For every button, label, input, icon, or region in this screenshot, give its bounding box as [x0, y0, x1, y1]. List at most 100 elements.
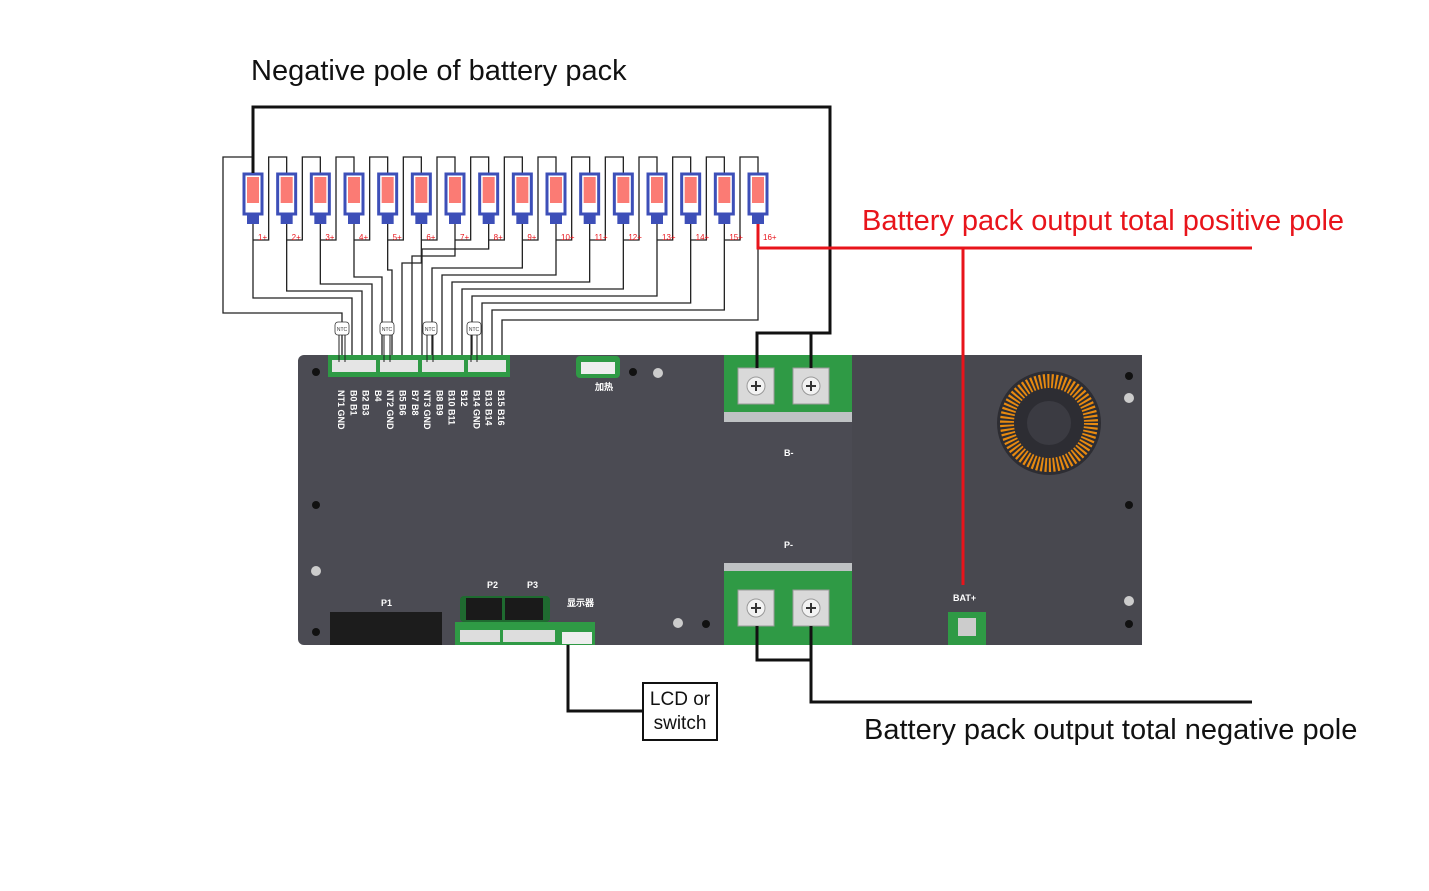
pin-label: B8 B9 — [434, 390, 444, 416]
battery-cell: 16+ — [747, 172, 777, 242]
sense-wire — [501, 248, 759, 362]
series-link-wire — [421, 156, 456, 241]
negative-input-wire — [251, 105, 832, 368]
series-link-wire — [589, 156, 624, 241]
sense-wire — [421, 224, 490, 362]
p2-label: P2 — [487, 580, 498, 590]
pin-label: NT1 GND — [336, 390, 346, 430]
pin-label: B2 B3 — [361, 390, 371, 416]
series-link-wire — [320, 156, 355, 241]
battery-cell: 12+ — [612, 172, 642, 242]
sense-wire — [471, 224, 658, 362]
series-link-wire — [455, 156, 490, 241]
pin-label: NT3 GND — [422, 390, 432, 430]
pin-label: B12 — [459, 390, 469, 407]
sense-wire — [252, 224, 353, 362]
sense-wire — [441, 224, 557, 362]
sense-wire — [451, 224, 591, 362]
pin-label: B7 B8 — [410, 390, 420, 416]
battery-cell: 3+ — [309, 172, 335, 242]
cell-label: 5+ — [393, 233, 402, 242]
svg-text:NTC: NTC — [382, 327, 393, 333]
cell-label: 15+ — [729, 233, 743, 242]
series-link-wire — [286, 156, 321, 241]
sense-wire — [491, 224, 725, 362]
positive-output-wire — [756, 224, 1252, 585]
series-link-wire — [387, 156, 422, 241]
pin-label: B4 — [373, 390, 383, 402]
cell-label: 2+ — [292, 233, 301, 242]
svg-text:NTC: NTC — [469, 327, 480, 333]
lcd-wire — [566, 645, 642, 713]
series-link-wire — [253, 156, 288, 241]
lcd-line1: LCD or — [649, 689, 711, 710]
b-minus-label: B- — [784, 448, 794, 458]
battery-cell: 13+ — [646, 172, 676, 242]
cell-label: 13+ — [662, 233, 676, 242]
battery-cell: 11+ — [579, 172, 608, 242]
series-link-wire — [724, 156, 759, 241]
toroid-inductor — [997, 371, 1101, 475]
cell-label: 1+ — [258, 233, 267, 242]
heat-label: 加热 — [594, 381, 613, 392]
sense-wire — [286, 224, 363, 362]
svg-text:NTC: NTC — [425, 327, 436, 333]
cell-sense-wires — [222, 156, 759, 362]
battery-cell: 7+ — [444, 172, 469, 242]
battery-cell: 4+ — [343, 172, 368, 242]
pin-label: NT2 GND — [385, 390, 395, 430]
negative-output-label: Battery pack output total negative pole — [864, 714, 1358, 746]
series-link-wire — [690, 156, 725, 241]
battery-cell: 15+ — [713, 172, 743, 242]
lcd-line2: switch — [653, 713, 707, 734]
cell-label: 14+ — [696, 233, 710, 242]
p-minus-label: P- — [784, 540, 793, 550]
pin-label: B5 B6 — [398, 390, 408, 416]
battery-cell: 5+ — [377, 172, 402, 242]
cell-label: 7+ — [460, 233, 469, 242]
cell-label: 16+ — [763, 233, 777, 242]
series-link-wire — [623, 156, 658, 241]
battery-cell: 10+ — [545, 172, 575, 242]
cell-label: 6+ — [426, 233, 435, 242]
series-link-wire — [657, 156, 692, 241]
cell-label: 3+ — [325, 233, 334, 242]
cell-label: 8+ — [494, 233, 503, 242]
pin-label: B15 B16 — [496, 390, 506, 426]
pin-label: B0 B1 — [348, 390, 358, 416]
series-link-wire — [488, 156, 523, 241]
bat-plus-label: BAT+ — [953, 593, 976, 603]
sense-wire — [431, 224, 523, 362]
ntc-sensor: NTC — [334, 321, 350, 362]
cell-label: 10+ — [561, 233, 575, 242]
battery-cell: 6+ — [410, 172, 436, 242]
battery-cell: 2+ — [276, 172, 301, 242]
battery-cell: 9+ — [511, 172, 537, 242]
negative-pole-label: Negative pole of battery pack — [251, 55, 627, 87]
positive-output-label: Battery pack output total positive pole — [862, 205, 1345, 237]
battery-cell: 8+ — [478, 172, 503, 242]
pin-label: B10 B11 — [447, 390, 457, 425]
series-link-wire — [556, 156, 591, 241]
lcd-switch-box: LCD or switch — [642, 682, 718, 741]
ntc-sensor: NTC — [466, 321, 482, 362]
p3-label: P3 — [527, 580, 538, 590]
negative-output-wire — [755, 626, 1252, 704]
svg-text:NTC: NTC — [337, 327, 348, 333]
ntc-sensor: NTC — [379, 321, 395, 362]
p1-label: P1 — [381, 598, 392, 608]
cell-label: 12+ — [628, 233, 642, 242]
sense-wire — [353, 224, 383, 362]
pin-label: B13 B14 — [484, 390, 494, 426]
sense-wire — [387, 224, 393, 362]
cell-label: 11+ — [595, 233, 608, 242]
sense-wire — [481, 224, 692, 362]
battery-cell: 1+ — [242, 172, 267, 242]
ntc-sensor: NTC — [422, 321, 438, 362]
pin-label: B14 GND — [471, 390, 481, 430]
battery-cells: 1+ 2+ 3+ 4+ 5+ 6+ 7+ 8+ 9+ 10+ 11+ 12+ 13+ 14+ 15+ 16+ N… — [242, 172, 777, 362]
cell-label: 9+ — [527, 233, 536, 242]
